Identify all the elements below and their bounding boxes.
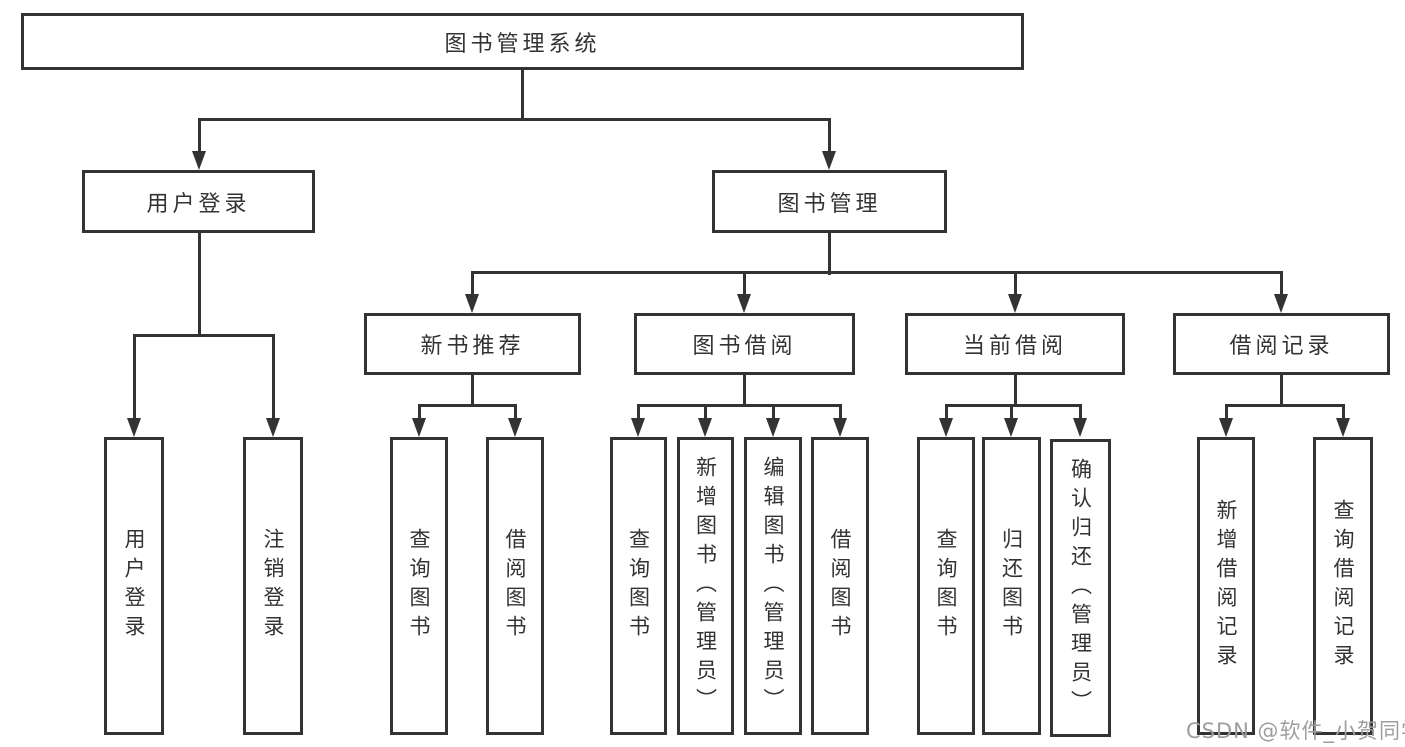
arrowhead-down <box>1219 418 1233 437</box>
connector-drop <box>471 271 474 296</box>
arrowhead-down <box>127 418 141 437</box>
leaf-query-books-borrowing: 查询图书 <box>610 437 667 735</box>
node-label: 用户登录 <box>146 191 251 217</box>
connector-records-bar <box>1225 404 1345 407</box>
connector-user-login-stem <box>198 233 201 337</box>
node-new-book-recommendation: 新书推荐 <box>364 313 581 375</box>
arrowhead-down <box>192 151 206 170</box>
leaf-label: 借阅图书 <box>828 528 852 644</box>
arrowhead-down <box>1073 418 1087 437</box>
connector-drop <box>828 118 831 152</box>
leaf-label: 用户登录 <box>122 528 146 644</box>
leaf-label: 借阅图书 <box>503 528 527 644</box>
arrowhead-down <box>1008 294 1022 313</box>
connector-drop <box>418 404 421 420</box>
connector-drop <box>1079 404 1082 420</box>
leaf-add-book-admin: 新增图书（管理员） <box>677 437 734 735</box>
connector-borrow-bar <box>637 404 842 407</box>
arrowhead-down <box>631 418 645 437</box>
node-label: 图书管理系统 <box>444 31 601 57</box>
connector-book-mgmt-stem <box>828 233 831 275</box>
leaf-label: 查询图书 <box>626 528 651 644</box>
leaf-return-book: 归还图书 <box>982 437 1041 735</box>
leaf-label: 查询图书 <box>407 528 431 644</box>
leaf-label: 查询图书 <box>934 528 958 644</box>
connector-recommend-bar <box>418 404 517 407</box>
connector-level3-bar <box>471 271 1283 274</box>
leaf-query-books-recommend: 查询图书 <box>390 437 448 735</box>
leaf-edit-book-admin: 编辑图书（管理员） <box>744 437 802 735</box>
leaf-label: 编辑图书（管理员） <box>761 455 785 717</box>
connector-level1-bar <box>198 118 831 121</box>
node-label: 新书推荐 <box>420 334 525 359</box>
leaf-label: 确认归还（管理员） <box>1068 457 1093 719</box>
leaf-borrow-books-recommend: 借阅图书 <box>486 437 544 735</box>
connector-user-login-bar <box>133 334 275 337</box>
connector-drop <box>1010 404 1013 420</box>
connector-drop <box>743 271 746 296</box>
arrowhead-down <box>266 418 280 437</box>
leaf-label: 新增图书（管理员） <box>693 455 718 717</box>
leaf-confirm-return-admin: 确认归还（管理员） <box>1050 439 1111 737</box>
leaf-label: 查询借阅记录 <box>1331 499 1355 673</box>
connector-drop <box>1280 271 1283 296</box>
arrowhead-down <box>698 418 712 437</box>
arrowhead-down <box>508 418 522 437</box>
node-library-management-system: 图书管理系统 <box>21 13 1024 70</box>
connector-current-stem <box>1014 374 1017 407</box>
node-book-management: 图书管理 <box>712 170 947 233</box>
arrowhead-down <box>1004 418 1018 437</box>
arrowhead-down <box>822 151 836 170</box>
node-current-borrowing: 当前借阅 <box>905 313 1125 375</box>
connector-drop <box>1225 404 1228 420</box>
connector-drop <box>1342 404 1345 420</box>
arrowhead-down <box>1274 294 1288 313</box>
connector-drop <box>514 404 517 420</box>
connector-drop <box>637 404 640 420</box>
connector-drop <box>133 334 136 419</box>
arrowhead-down <box>766 418 780 437</box>
connector-borrow-stem <box>743 374 746 407</box>
leaf-label: 新增借阅记录 <box>1214 499 1238 673</box>
node-label: 借阅记录 <box>1229 334 1334 359</box>
connector-root-stem <box>521 69 524 121</box>
leaf-logout: 注销登录 <box>243 437 303 735</box>
connector-drop <box>1014 271 1017 296</box>
connector-drop <box>704 404 707 420</box>
arrowhead-down <box>833 418 847 437</box>
arrowhead-down <box>737 294 751 313</box>
leaf-label: 注销登录 <box>261 528 285 644</box>
leaf-user-login: 用户登录 <box>104 437 164 735</box>
node-user-login: 用户登录 <box>82 170 315 233</box>
leaf-add-borrow-record: 新增借阅记录 <box>1197 437 1255 735</box>
connector-drop <box>198 118 201 152</box>
arrowhead-down <box>1336 418 1350 437</box>
arrowhead-down <box>465 294 479 313</box>
node-borrowing-records: 借阅记录 <box>1173 313 1390 375</box>
node-label: 图书管理 <box>777 191 882 217</box>
connector-recommend-stem <box>471 374 474 407</box>
connector-current-bar <box>945 404 1082 407</box>
node-label: 当前借阅 <box>962 334 1067 359</box>
leaf-borrow-books-borrowing: 借阅图书 <box>811 437 869 735</box>
arrowhead-down <box>939 418 953 437</box>
node-book-borrowing: 图书借阅 <box>634 313 855 375</box>
csdn-watermark: CSDN @软件_小贺同学 <box>1186 719 1405 743</box>
leaf-label: 归还图书 <box>999 528 1024 644</box>
node-label: 图书借阅 <box>692 334 797 359</box>
connector-drop <box>772 404 775 420</box>
connector-drop <box>839 404 842 420</box>
connector-records-stem <box>1280 374 1283 407</box>
connector-drop <box>272 334 275 419</box>
leaf-query-borrow-record: 查询借阅记录 <box>1313 437 1373 735</box>
arrowhead-down <box>412 418 426 437</box>
leaf-query-books-current: 查询图书 <box>917 437 975 735</box>
connector-drop <box>945 404 948 420</box>
